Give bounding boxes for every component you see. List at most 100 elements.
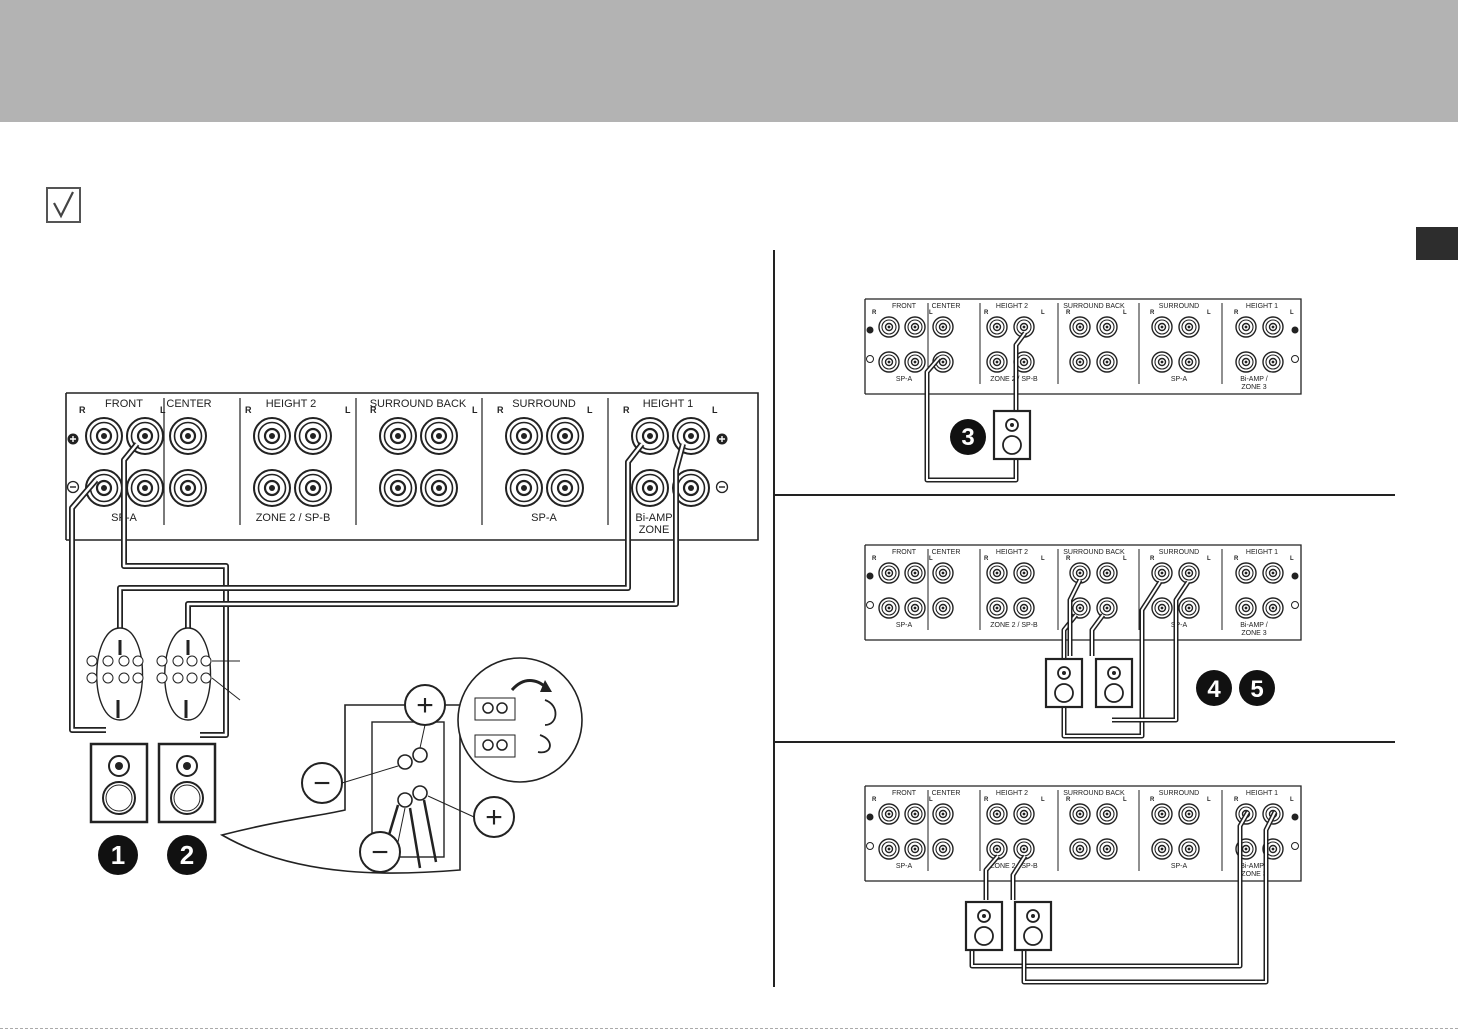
small-surround-label: SURROUND bbox=[1159, 790, 1199, 797]
badge-four: 4 bbox=[1207, 676, 1221, 703]
small-minus-icon bbox=[866, 355, 1299, 363]
cables-panel-3 bbox=[969, 810, 1278, 985]
height1-l: L bbox=[712, 405, 718, 415]
small-surround_back-label: SURROUND BACK bbox=[1063, 549, 1125, 556]
small-l-marker: L bbox=[1041, 797, 1045, 803]
small-l-marker: L bbox=[929, 310, 933, 316]
speaker-front-right bbox=[89, 742, 149, 824]
height1-label: HEIGHT 1 bbox=[643, 398, 694, 410]
speaker-surround-back-right bbox=[1044, 657, 1084, 709]
main-cables bbox=[69, 442, 686, 738]
small-l-marker: L bbox=[1207, 310, 1211, 316]
small-bottom-sp_a: SP-A bbox=[1171, 863, 1188, 870]
small-l-marker: L bbox=[1290, 556, 1294, 562]
badge-two: 2 bbox=[180, 840, 194, 870]
small-height2-label: HEIGHT 2 bbox=[996, 790, 1028, 797]
badge-two-icon bbox=[167, 835, 207, 875]
minus-label-left: − bbox=[313, 767, 331, 800]
speaker-terminal-plate-1 bbox=[86, 627, 144, 721]
minus-label-bottom: − bbox=[371, 836, 389, 869]
small-bottom-zone2: ZONE 2 / SP-B bbox=[990, 622, 1038, 629]
small-r-marker: R bbox=[872, 310, 877, 316]
small-height2-label: HEIGHT 2 bbox=[996, 303, 1028, 310]
small-l-marker: L bbox=[1290, 310, 1294, 316]
header-band bbox=[0, 0, 1458, 122]
small-r-marker: R bbox=[984, 556, 989, 562]
small-front-label: FRONT bbox=[892, 790, 917, 797]
small-height2-label: HEIGHT 2 bbox=[996, 549, 1028, 556]
height2-r: R bbox=[245, 405, 252, 415]
detail-callout bbox=[219, 657, 583, 874]
cables-panel-2 bbox=[1061, 578, 1191, 739]
small-bottom-sp_a: SP-A bbox=[1171, 622, 1188, 629]
surround-back-label: SURROUND BACK bbox=[370, 398, 467, 410]
speaker-front-left bbox=[157, 742, 217, 824]
biamp-label-1: Bi-AMP bbox=[635, 512, 672, 524]
surround-back-r: R bbox=[370, 405, 377, 415]
small-center-label: CENTER bbox=[932, 549, 961, 556]
small-biamp-2: ZONE 3 bbox=[1241, 630, 1266, 637]
small-r-marker: R bbox=[1234, 797, 1239, 803]
small-center-label: CENTER bbox=[932, 790, 961, 797]
badge-three: 3 bbox=[961, 424, 974, 451]
small-r-marker: R bbox=[1150, 797, 1155, 803]
small-biamp-2: ZONE 3 bbox=[1241, 871, 1266, 878]
small-l-marker: L bbox=[1290, 797, 1294, 803]
small-height1-label: HEIGHT 1 bbox=[1246, 790, 1278, 797]
surround-sp-a-label: SP-A bbox=[531, 512, 557, 524]
small-l-marker: L bbox=[1123, 797, 1127, 803]
small-r-marker: R bbox=[1066, 797, 1071, 803]
small-r-marker: R bbox=[984, 310, 989, 316]
vertical-divider bbox=[773, 250, 775, 987]
small-surround-label: SURROUND bbox=[1159, 303, 1199, 310]
badge-three-icon bbox=[950, 419, 986, 455]
small-minus-icon bbox=[866, 842, 1299, 850]
small-l-marker: L bbox=[1041, 310, 1045, 316]
small-height1-label: HEIGHT 1 bbox=[1246, 303, 1278, 310]
small-height1-label: HEIGHT 1 bbox=[1246, 549, 1278, 556]
height1-r: R bbox=[623, 405, 630, 415]
minus-icon bbox=[66, 480, 729, 494]
small-plus-icon bbox=[866, 813, 1299, 821]
small-bottom-sp_a: SP-A bbox=[896, 622, 913, 629]
main-terminal-panel: FRONT R L CENTER HEIGHT 2 R L SURROUND B… bbox=[65, 392, 759, 541]
terminal-panel-small-3: FRONT CENTER HEIGHT 2 SURROUND BACK SURROUND… bbox=[864, 785, 1302, 882]
page-edge-dashes bbox=[0, 1028, 1458, 1029]
small-r-marker: R bbox=[1150, 310, 1155, 316]
section-tab[interactable] bbox=[1416, 227, 1458, 260]
plus-icon bbox=[67, 433, 728, 445]
horizontal-divider-2 bbox=[775, 741, 1395, 743]
small-r-marker: R bbox=[1150, 556, 1155, 562]
speaker-surround-back-left bbox=[1094, 657, 1134, 709]
small-surround_back-label: SURROUND BACK bbox=[1063, 790, 1125, 797]
small-r-marker: R bbox=[872, 797, 877, 803]
small-l-marker: L bbox=[929, 556, 933, 562]
small-surround-label: SURROUND bbox=[1159, 549, 1199, 556]
front-label: FRONT bbox=[105, 398, 143, 410]
small-plus-icon bbox=[866, 572, 1299, 580]
small-r-marker: R bbox=[872, 556, 877, 562]
center-label: CENTER bbox=[166, 398, 211, 410]
height2-l: L bbox=[345, 405, 351, 415]
small-biamp-1: Bi-AMP / bbox=[1240, 376, 1268, 383]
small-r-marker: R bbox=[1234, 310, 1239, 316]
surround-r: R bbox=[497, 405, 504, 415]
front-r: R bbox=[79, 405, 86, 415]
surround-l: L bbox=[587, 405, 593, 415]
plus-label-top: + bbox=[416, 689, 434, 722]
zone2-label: ZONE 2 / SP-B bbox=[256, 512, 331, 524]
small-plus-icon bbox=[866, 326, 1299, 334]
small-front-label: FRONT bbox=[892, 303, 917, 310]
height2-label: HEIGHT 2 bbox=[266, 398, 317, 410]
badge-four-icon bbox=[1196, 670, 1232, 706]
small-bottom-sp_a: SP-A bbox=[896, 863, 913, 870]
small-r-marker: R bbox=[1066, 310, 1071, 316]
small-l-marker: L bbox=[1123, 556, 1127, 562]
small-bottom-sp_a: SP-A bbox=[896, 376, 913, 383]
small-r-marker: R bbox=[984, 797, 989, 803]
surround-label: SURROUND bbox=[512, 398, 576, 410]
small-r-marker: R bbox=[1066, 556, 1071, 562]
small-biamp-2: ZONE 3 bbox=[1241, 384, 1266, 391]
small-center-label: CENTER bbox=[932, 303, 961, 310]
speaker-terminal-plate-2 bbox=[156, 627, 241, 721]
